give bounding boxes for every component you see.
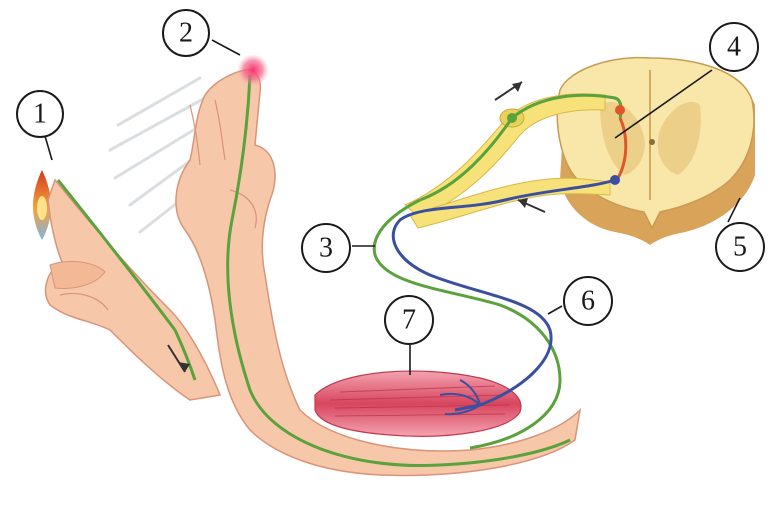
pain-spot <box>237 54 269 86</box>
callout-7-label: 7 <box>402 305 416 336</box>
arrow-out-icon <box>518 198 545 212</box>
callout-3-label: 3 <box>319 233 333 264</box>
spinal-cord <box>557 58 755 245</box>
callout-5: 5 <box>716 223 764 271</box>
callout-7: 7 <box>385 296 433 344</box>
callout-1: 1 <box>17 91 63 137</box>
callout-4: 4 <box>710 23 758 71</box>
motor-cell-body <box>610 175 620 185</box>
callout-2-label: 2 <box>179 18 193 49</box>
callout-2: 2 <box>163 10 209 56</box>
arrow-in-icon <box>495 82 522 100</box>
callout-4-label: 4 <box>727 32 741 63</box>
callout-6-label: 6 <box>581 286 595 317</box>
callout-3: 3 <box>302 224 350 272</box>
ganglion-cell-body <box>507 113 517 123</box>
callout-6: 6 <box>564 277 612 325</box>
muscle <box>315 371 521 436</box>
callout-1-label: 1 <box>33 99 47 130</box>
callout-5-label: 5 <box>733 232 747 263</box>
